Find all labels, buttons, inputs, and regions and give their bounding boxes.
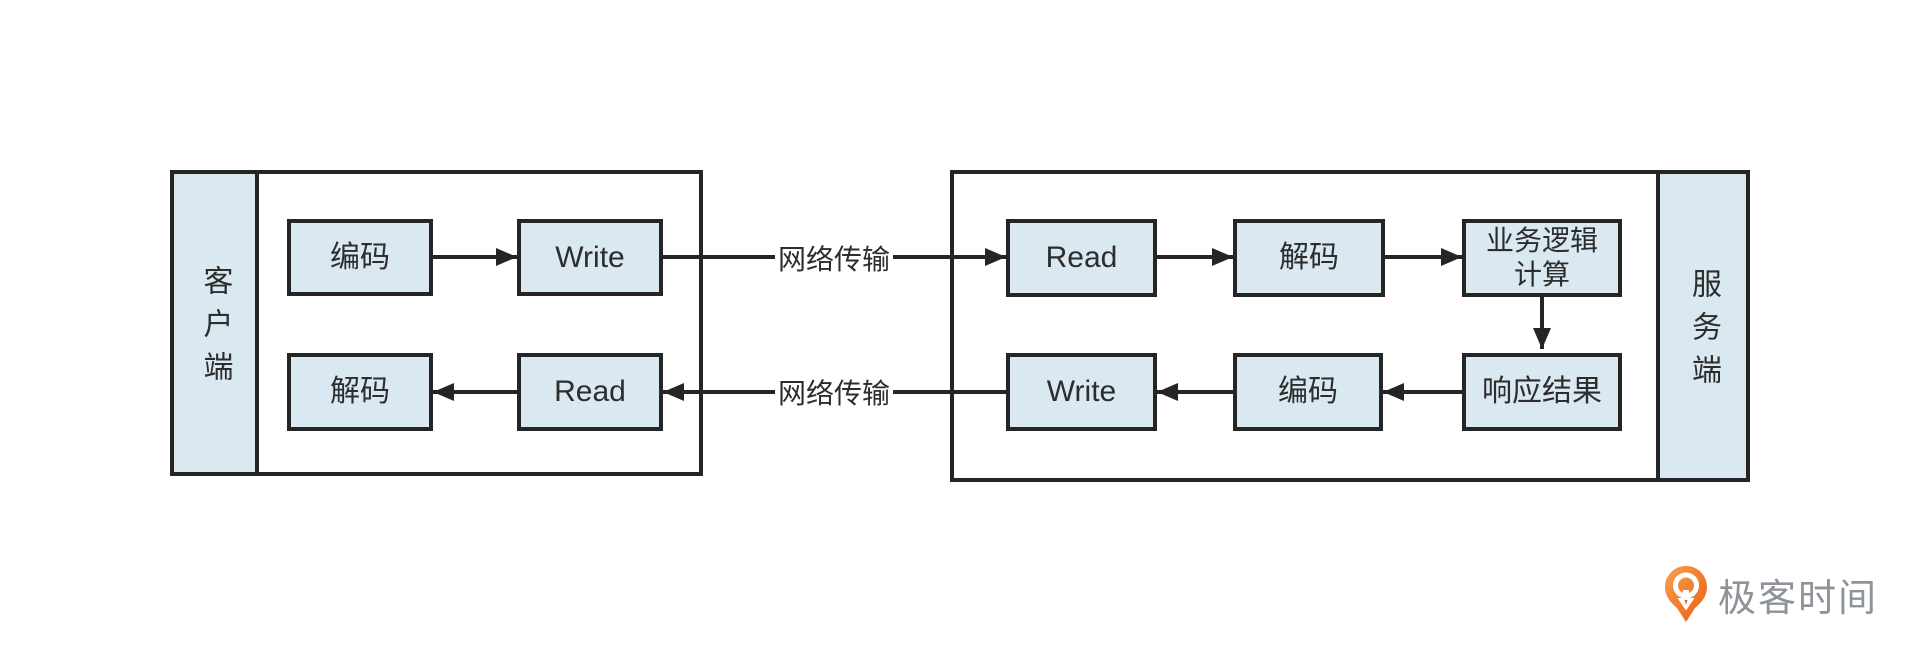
client-label: 客户端 — [198, 265, 232, 394]
client-encode-label: 编码 — [330, 240, 390, 274]
server-business-logic-node: 业务逻辑 计算 — [1462, 219, 1622, 297]
client-write-node: Write — [517, 219, 663, 296]
client-write-label: Write — [555, 240, 625, 274]
server-read-node: Read — [1006, 219, 1157, 297]
server-decode-label: 解码 — [1279, 241, 1339, 274]
server-label: 服务端 — [1687, 268, 1720, 397]
server-write-node: Write — [1006, 353, 1157, 431]
client-sidebar: 客户端 — [174, 174, 259, 472]
server-encode-node: 编码 — [1233, 353, 1383, 431]
server-business-logic-line2: 计算 — [1513, 259, 1570, 290]
server-write-label: Write — [1046, 375, 1117, 408]
server-response-result-node: 响应结果 — [1462, 353, 1622, 431]
request-network-label: 网络传输 — [774, 238, 894, 278]
client-read-node: Read — [517, 353, 663, 431]
server-container: 服务端 Read 解码 业务逻辑 计算 响应结果 编码 Write — [950, 170, 1750, 482]
client-decode-node: 解码 — [287, 353, 433, 431]
geektime-pin-icon — [1665, 566, 1707, 622]
client-read-label: Read — [554, 375, 626, 408]
response-network-label: 网络传输 — [774, 372, 894, 412]
server-business-logic-line1: 业务逻辑 — [1485, 225, 1598, 257]
client-encode-node: 编码 — [287, 219, 433, 296]
server-sidebar: 服务端 — [1656, 174, 1746, 478]
geektime-logo-text: 极客时间 — [1718, 577, 1879, 620]
client-decode-label: 解码 — [330, 375, 390, 408]
geektime-logo: 极客时间 — [1664, 564, 1878, 624]
client-container: 客户端 编码 Write 解码 Read — [170, 170, 703, 476]
server-encode-label: 编码 — [1278, 375, 1338, 408]
server-decode-node: 解码 — [1233, 219, 1385, 297]
server-read-label: Read — [1045, 241, 1118, 274]
server-response-result-label: 响应结果 — [1482, 375, 1602, 408]
